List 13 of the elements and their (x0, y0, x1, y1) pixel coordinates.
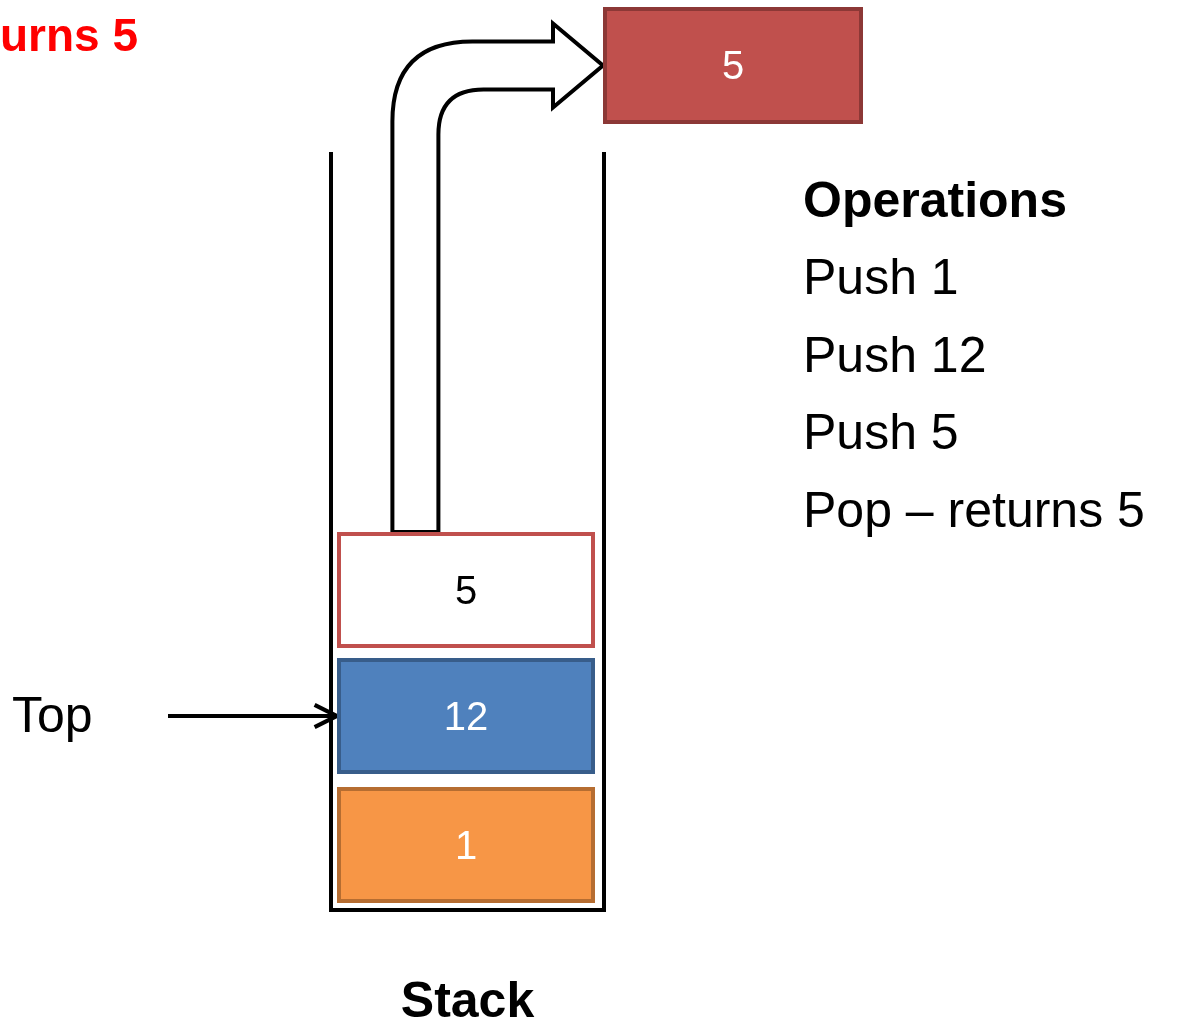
operation-text: Push 12 (803, 326, 987, 385)
popped-value-box: 5 (603, 7, 863, 124)
top-pointer-label: Top (12, 683, 122, 747)
operation-text: Pop – returns 5 (803, 481, 1145, 540)
operation-result-text: urns 5 (0, 8, 139, 63)
stack-item-box: 12 (337, 658, 595, 774)
stack-item-box: 1 (337, 787, 595, 903)
operations-heading: Operations (803, 171, 1067, 230)
operation-text: Push 5 (803, 403, 959, 462)
operation-text: Push 1 (803, 248, 959, 307)
stack-item-box: 5 (337, 532, 595, 648)
stack-title: Stack (399, 971, 536, 1030)
curved-block-arrow (390, 21, 605, 534)
